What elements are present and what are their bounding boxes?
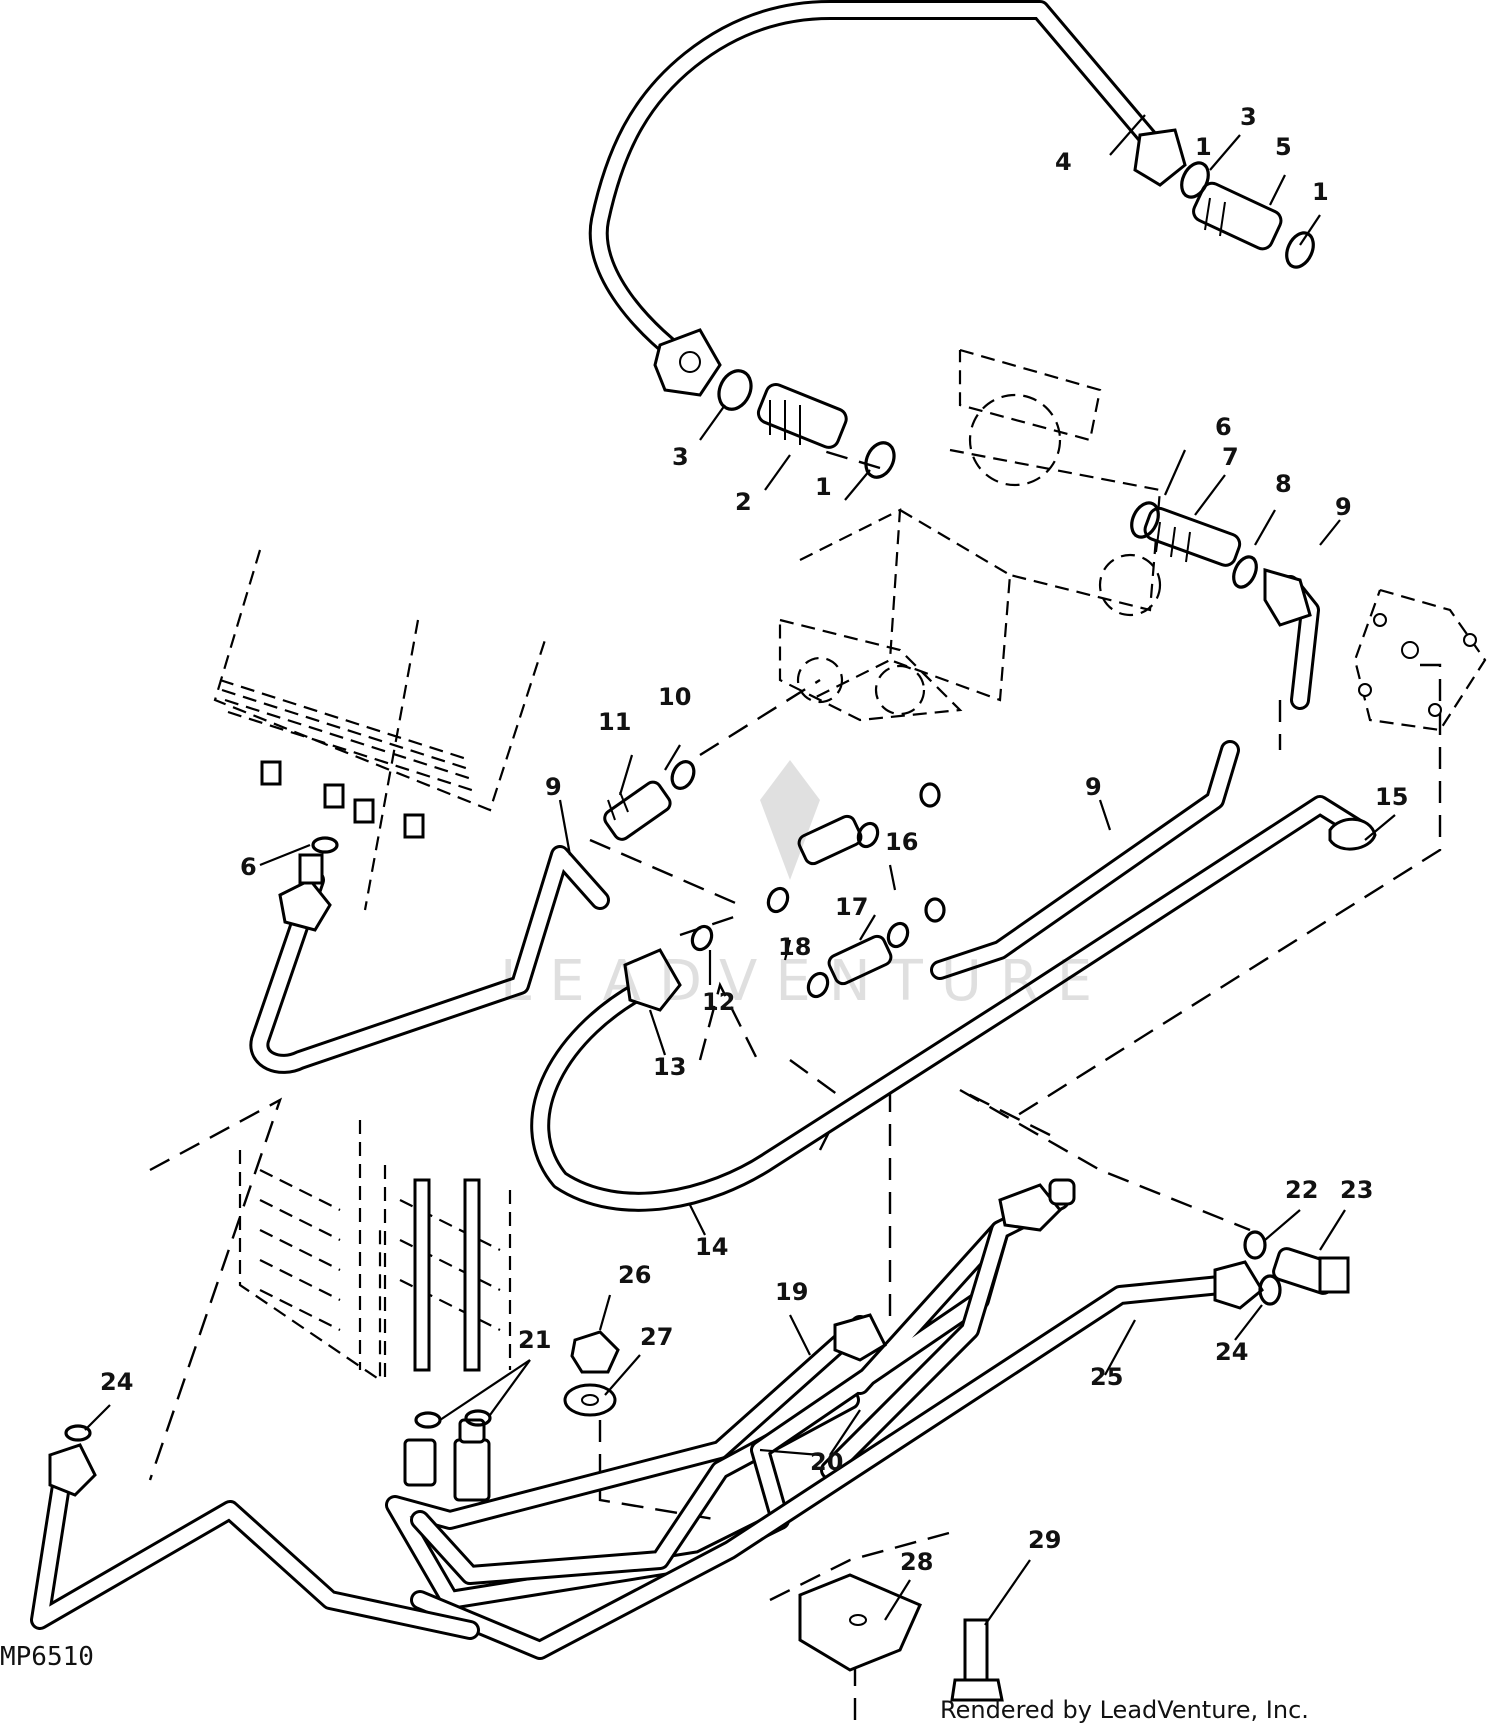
callout-3: 3 bbox=[1240, 103, 1257, 131]
o-ring-21-left bbox=[414, 1411, 442, 1429]
callout-19: 19 bbox=[775, 1278, 808, 1306]
fitting-nut-upper-right-bottom bbox=[998, 1178, 1076, 1232]
assembly-dashed-lines bbox=[148, 448, 1442, 1720]
callout-22: 22 bbox=[1285, 1176, 1318, 1204]
bolt-29 bbox=[950, 1618, 1004, 1702]
tube-line-25 bbox=[410, 1275, 1230, 1660]
leadventure-watermark: LEADVENTURE bbox=[500, 760, 1110, 1014]
callout-1: 1 bbox=[1195, 133, 1212, 161]
o-ring-cap-lower bbox=[924, 897, 946, 923]
fitting-nut-24-left bbox=[48, 1443, 97, 1497]
callout-25: 25 bbox=[1090, 1363, 1123, 1391]
callout-23: 23 bbox=[1340, 1176, 1373, 1204]
o-ring-cap-upper bbox=[919, 782, 941, 808]
callout-9: 9 bbox=[545, 773, 562, 801]
washer-27 bbox=[563, 1383, 617, 1417]
callout-27: 27 bbox=[640, 1323, 673, 1351]
watermark-text: LEADVENTURE bbox=[500, 949, 1110, 1014]
callout-8: 8 bbox=[1275, 470, 1292, 498]
callout-29: 29 bbox=[1028, 1526, 1061, 1554]
tube-line-4 bbox=[588, 0, 1160, 380]
callout-5: 5 bbox=[1275, 133, 1292, 161]
callout-24: 24 bbox=[100, 1368, 133, 1396]
adapter-7 bbox=[1143, 506, 1242, 567]
fitting-nut-9-right bbox=[1263, 568, 1312, 627]
o-ring-16-lower bbox=[886, 921, 910, 949]
adapter-23 bbox=[1272, 1247, 1350, 1295]
phantom-valve-body bbox=[778, 348, 1162, 722]
nut-26 bbox=[570, 1330, 620, 1374]
o-ring-21-right bbox=[464, 1409, 492, 1427]
callout-3: 3 bbox=[672, 443, 689, 471]
o-ring-16-upper bbox=[856, 821, 880, 849]
callout-13: 13 bbox=[653, 1053, 686, 1081]
o-ring-10 bbox=[670, 760, 696, 790]
adapter-2 bbox=[756, 382, 848, 449]
o-ring-18-lower bbox=[806, 971, 830, 999]
callout-10: 10 bbox=[658, 683, 691, 711]
callout-1: 1 bbox=[1312, 178, 1329, 206]
tube-line-9-middle bbox=[930, 740, 1240, 980]
o-ring-1-left bbox=[864, 441, 896, 479]
adapter-5 bbox=[1192, 181, 1283, 251]
fitting-nut-13 bbox=[623, 948, 682, 1012]
callout-24: 24 bbox=[1215, 1338, 1248, 1366]
fittings-21 bbox=[403, 1418, 491, 1502]
o-ring-24-right bbox=[1258, 1274, 1282, 1306]
o-ring-24-left bbox=[64, 1424, 92, 1442]
callout-28: 28 bbox=[900, 1548, 933, 1576]
adapter-11 bbox=[603, 780, 672, 841]
callout-15: 15 bbox=[1375, 783, 1408, 811]
tube-line-14 bbox=[530, 795, 1370, 1212]
o-ring-8 bbox=[1232, 555, 1258, 589]
callout-20: 20 bbox=[810, 1448, 843, 1476]
callout-4: 4 bbox=[1055, 148, 1072, 176]
tube-line-9-left bbox=[249, 845, 610, 1074]
o-ring-22 bbox=[1243, 1230, 1267, 1260]
o-ring-6-left bbox=[311, 836, 339, 854]
fitting-nut-19 bbox=[833, 1313, 887, 1362]
o-ring-3-left bbox=[717, 369, 753, 411]
o-ring-1-right bbox=[1285, 231, 1315, 269]
callout-26: 26 bbox=[618, 1261, 651, 1289]
callout-21: 21 bbox=[518, 1326, 551, 1354]
phantom-cooler-bottom bbox=[238, 1120, 512, 1383]
callout-1: 1 bbox=[815, 473, 832, 501]
callout-17: 17 bbox=[835, 893, 868, 921]
fitting-nut-4-left bbox=[653, 328, 722, 397]
credit-text: Rendered by LeadVenture, Inc. bbox=[940, 1696, 1309, 1724]
figure-code: MP6510 bbox=[0, 1642, 94, 1672]
o-ring-3-right bbox=[1180, 161, 1210, 199]
tube-line-24-left bbox=[30, 1450, 480, 1640]
callout-9: 9 bbox=[1335, 493, 1352, 521]
fitting-nut-9-left bbox=[278, 853, 332, 932]
fitting-nut-4-right bbox=[1133, 128, 1187, 187]
fitting-nut-25 bbox=[1213, 1260, 1264, 1310]
leader-lines bbox=[84, 114, 1396, 1626]
callout-18: 18 bbox=[778, 933, 811, 961]
o-ring-12 bbox=[690, 924, 714, 952]
callout-14: 14 bbox=[695, 1233, 728, 1261]
callout-2: 2 bbox=[735, 488, 752, 516]
phantom-cooler-top bbox=[213, 549, 547, 911]
callout-9: 9 bbox=[1085, 773, 1102, 801]
callout-6: 6 bbox=[240, 853, 257, 881]
phantom-cover-plate bbox=[1353, 588, 1487, 732]
clamp-15 bbox=[1328, 817, 1377, 851]
callout-12: 12 bbox=[702, 988, 735, 1016]
callout-11: 11 bbox=[598, 708, 631, 736]
callout-numbers: 1 1 1 2 3 3 4 5 6 6 7 8 9 9 9 10 11 12 1… bbox=[100, 103, 1408, 1576]
bracket-28 bbox=[798, 1573, 922, 1672]
callout-16: 16 bbox=[885, 828, 918, 856]
adapter-17-upper bbox=[797, 814, 863, 866]
callout-7: 7 bbox=[1222, 443, 1239, 471]
callout-6: 6 bbox=[1215, 413, 1232, 441]
o-ring-6-valve bbox=[1130, 501, 1160, 539]
o-ring-18-upper bbox=[766, 886, 790, 914]
adapter-17-lower bbox=[827, 934, 893, 986]
